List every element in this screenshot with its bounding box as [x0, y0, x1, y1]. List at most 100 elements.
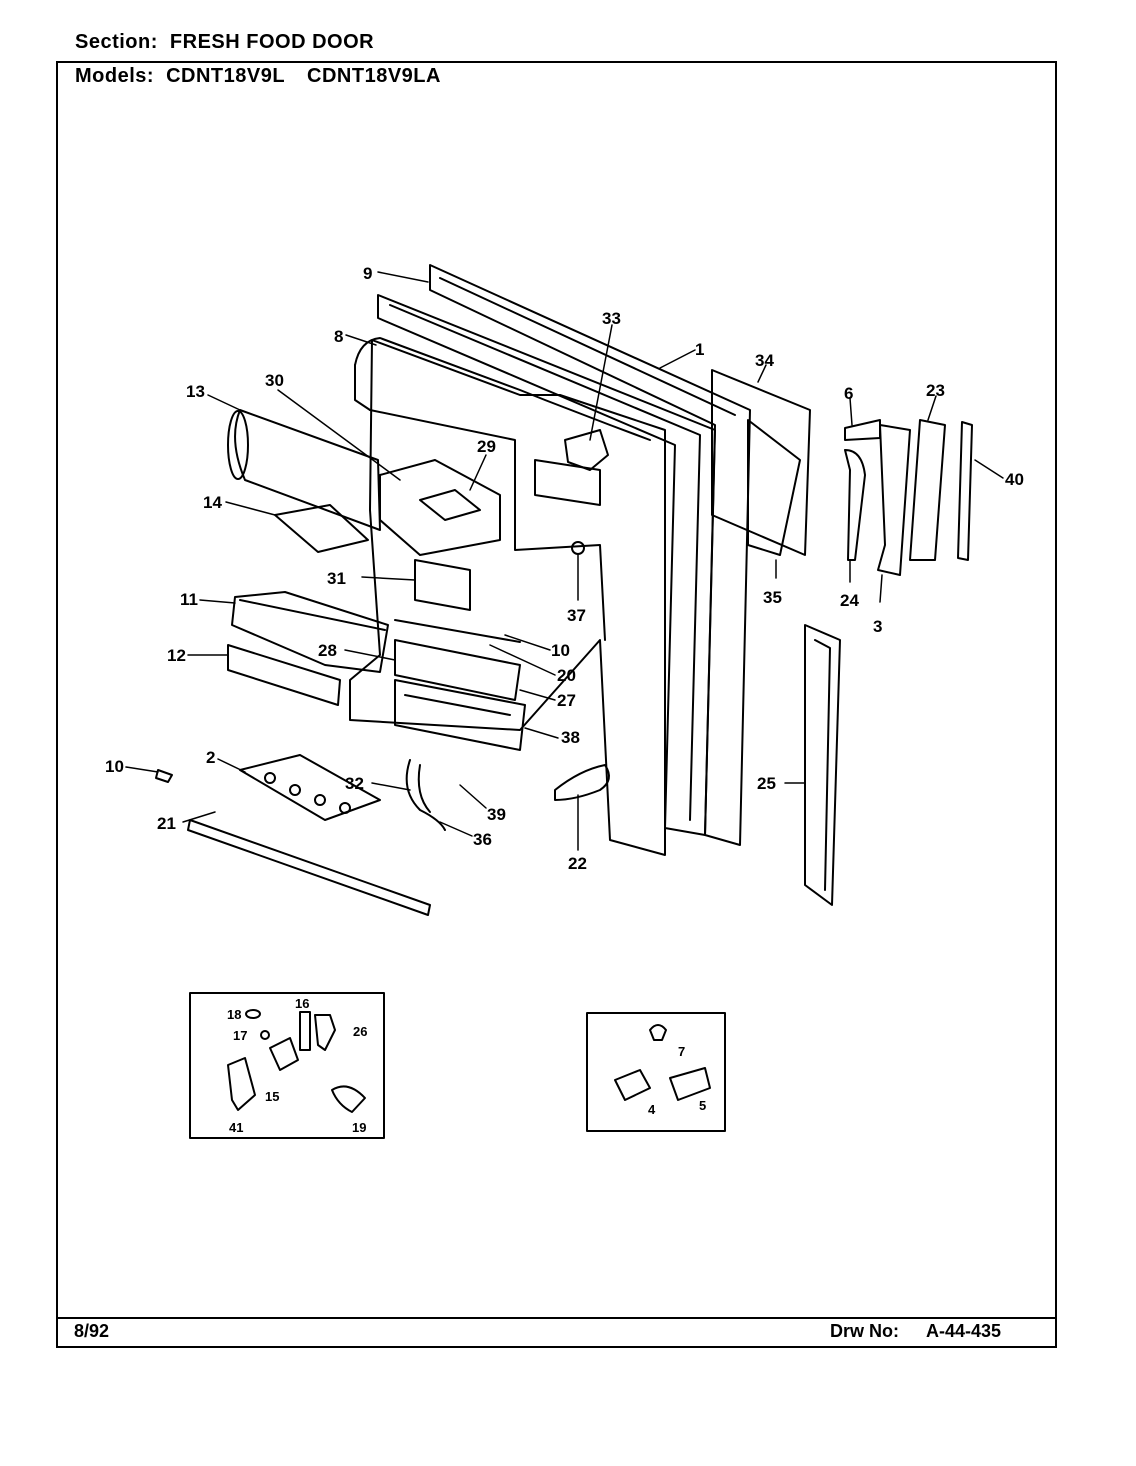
part-11-bin-rim	[239, 599, 386, 631]
part-35-frame	[747, 419, 801, 556]
models-label: Models:	[75, 65, 155, 87]
callout-13: 13	[186, 382, 205, 401]
section-label: Section:	[75, 31, 158, 53]
part-1-liner-top	[354, 337, 651, 441]
part-19-clip	[331, 1085, 366, 1113]
section-value: FRESH FOOD DOOR	[169, 31, 375, 53]
part-8-breaker-inner	[389, 304, 701, 821]
drawing-number: A-44-435	[926, 1321, 1002, 1341]
callout-36: 36	[473, 830, 492, 849]
callout-19: 19	[352, 1120, 366, 1135]
callout-18: 18	[227, 1007, 241, 1022]
part-4-clip	[614, 1069, 651, 1101]
part-26-bracket	[314, 1014, 336, 1051]
part-30-hood-window	[419, 489, 481, 521]
callout-17: 17	[233, 1028, 247, 1043]
callout-6: 6	[844, 384, 853, 403]
part-40-bar	[957, 421, 973, 561]
part-1-door-liner	[349, 339, 666, 856]
part-25-handle	[804, 624, 841, 906]
callout-39: 39	[487, 805, 506, 824]
callout-7: 7	[678, 1044, 685, 1059]
section-header: Section: FRESH FOOD DOOR	[75, 31, 374, 54]
callout-40: 40	[1005, 470, 1024, 489]
callout-34: 34	[755, 351, 774, 370]
inset-callout-labels: 18 16 26 17 15 41 19 7 4 5	[227, 996, 706, 1135]
part-34-panel	[711, 369, 811, 556]
part-38-bin	[394, 679, 526, 751]
callout-8: 8	[334, 327, 343, 346]
callout-20: 20	[557, 666, 576, 685]
callout-4: 4	[648, 1102, 656, 1117]
part-24-strap	[844, 449, 866, 561]
part-12-trim	[227, 644, 341, 706]
part-2-hole	[314, 794, 326, 806]
part-21-strip	[187, 819, 431, 916]
part-33-cup	[564, 429, 609, 471]
part-36-wire	[417, 764, 431, 813]
part-32-wire	[405, 759, 446, 831]
callout-2: 2	[206, 748, 215, 767]
callout-35: 35	[763, 588, 782, 607]
part-38-bin-inner	[404, 694, 511, 716]
part-2-hole	[264, 772, 276, 784]
part-1-recess	[534, 459, 601, 506]
callout-37: 37	[567, 606, 586, 625]
callout-26: 26	[353, 1024, 367, 1039]
part-18-washer	[245, 1009, 261, 1019]
callout-3: 3	[873, 617, 882, 636]
callout-41: 41	[229, 1120, 243, 1135]
callout-29: 29	[477, 437, 496, 456]
part-1-liner-lip	[354, 364, 371, 411]
part-20-rail	[394, 619, 521, 643]
part-30-hood	[379, 459, 501, 556]
part-2-hole	[339, 802, 351, 814]
callout-15: 15	[265, 1089, 279, 1104]
callout-22: 22	[568, 854, 587, 873]
callout-labels: 9 8 33 1 34 6 23 40 13 30 29 14 31 37 35…	[105, 264, 1024, 873]
callout-28: 28	[318, 641, 337, 660]
part-16-plate	[299, 1011, 311, 1051]
callout-1: 1	[695, 340, 704, 359]
callout-11: 11	[180, 590, 198, 609]
callout-5: 5	[699, 1098, 706, 1113]
callout-24: 24	[840, 591, 859, 610]
part-7-screw	[649, 1024, 667, 1041]
callout-10: 10	[551, 641, 570, 660]
part-31-panel	[414, 559, 471, 611]
callout-21: 21	[157, 814, 176, 833]
callout-25: 25	[757, 774, 776, 793]
part-6-bracket	[844, 419, 881, 441]
part-14-tray	[274, 504, 369, 553]
part-13-shelf	[234, 409, 381, 531]
callout-27: 27	[557, 691, 576, 710]
part-27-bin	[394, 639, 521, 701]
callout-12: 12	[167, 646, 186, 665]
model-2: CDNT18V9LA	[307, 65, 441, 87]
callout-30: 30	[265, 371, 284, 390]
part-1-inner-wall	[369, 409, 606, 641]
part-5-clip	[669, 1067, 711, 1101]
callout-10b: 10	[105, 757, 124, 776]
part-13-shelf-end	[227, 410, 249, 480]
part-25-handle-inner	[814, 639, 831, 891]
callout-16: 16	[295, 996, 309, 1011]
footer-date: 8/92	[74, 1321, 110, 1341]
part-41-block	[227, 1057, 256, 1111]
drawing-label: Drw No:	[830, 1321, 899, 1341]
model-1: CDNT18V9L	[166, 65, 286, 87]
part-37-knob	[571, 541, 585, 555]
part-10-clip	[155, 769, 173, 783]
part-23-strap	[909, 419, 946, 561]
callout-23: 23	[926, 381, 945, 400]
inset-box-right	[586, 1012, 726, 1132]
callout-32: 32	[345, 774, 364, 793]
part-9-gasket-inner	[439, 277, 736, 416]
callout-31: 31	[327, 569, 346, 588]
callout-33: 33	[602, 309, 621, 328]
callout-38: 38	[561, 728, 580, 747]
callout-14: 14	[203, 493, 222, 512]
part-3-hinge	[877, 424, 911, 576]
models-header: Models: CDNT18V9L CDNT18V9LA	[75, 65, 441, 88]
